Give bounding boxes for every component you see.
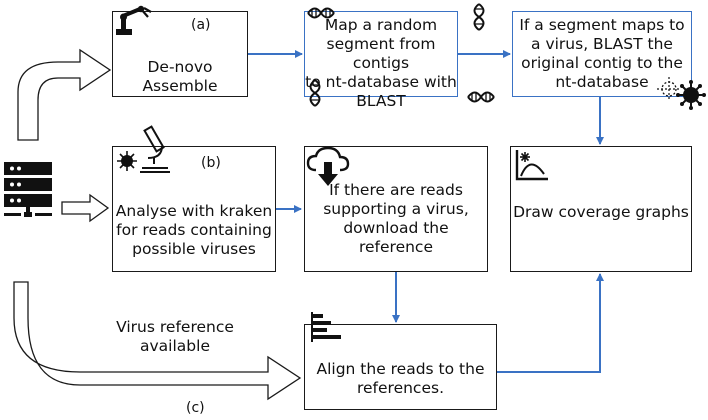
coverage-box: Draw coverage graphs <box>510 146 692 272</box>
virus-reference-available-text: Virus reference available <box>110 318 240 356</box>
side-text-line: Virus reference <box>116 318 234 336</box>
download-reference-box: If there are reads supporting a virus, d… <box>304 146 488 272</box>
kraken-line: Analyse with kraken <box>115 202 273 220</box>
kraken-box: (b) Analyse with kraken for reads contai… <box>112 146 276 272</box>
robot-arm-icon <box>116 5 152 35</box>
download-reference-line: supporting a virus, <box>323 200 469 218</box>
download-reference-text: If there are reads supporting a virus, d… <box>305 181 487 257</box>
cloud-download-icon <box>306 146 350 186</box>
chart-icon <box>515 150 548 181</box>
blast-contig-box: If a segment maps to a virus, BLAST the … <box>512 11 692 97</box>
blast-contig-line: If a segment maps to <box>519 16 685 34</box>
align-text: Align the reads to the references. <box>305 360 496 398</box>
align-line: references. <box>356 379 444 397</box>
map-segment-line: Map a random <box>324 16 438 34</box>
dna-icon <box>307 7 335 19</box>
virus-icon <box>117 151 137 171</box>
hollow-arrow-to-align <box>13 281 302 401</box>
map-segment-line: to nt-database with <box>305 73 457 91</box>
bar-chart-icon <box>311 312 341 342</box>
blast-contig-text: If a segment maps to a virus, BLAST the … <box>513 16 691 92</box>
hollow-arrow-to-assemble <box>17 48 112 141</box>
assemble-text: De-novo Assemble <box>142 58 218 95</box>
microscope-icon <box>140 125 170 173</box>
map-segment-line: segment from contigs <box>326 35 436 72</box>
coverage-text: Draw coverage graphs <box>513 203 689 221</box>
server-icon <box>4 162 52 217</box>
kraken-text: Analyse with kraken for reads containing… <box>113 202 275 259</box>
blast-contig-line: a virus, BLAST the <box>531 35 673 53</box>
hollow-arrow-to-kraken <box>61 193 110 223</box>
download-reference-line: download the <box>343 219 449 237</box>
virus-icon <box>676 80 706 110</box>
assemble-label: (a) <box>191 17 211 33</box>
align-line: Align the reads to the <box>316 360 485 378</box>
kraken-label: (b) <box>201 155 221 171</box>
download-reference-line: reference <box>358 238 433 256</box>
blast-contig-line: nt-database <box>555 73 649 91</box>
map-segment-text: Map a random segment from contigs to nt-… <box>305 16 457 111</box>
dna-icon <box>467 91 495 103</box>
kraken-line: possible viruses <box>132 240 256 258</box>
align-box: Align the reads to the references. <box>304 324 497 410</box>
map-segment-line: BLAST <box>356 92 406 110</box>
assemble-box: (a) De-novo Assemble <box>112 11 248 97</box>
map-segment-box: Map a random segment from contigs to nt-… <box>304 11 458 110</box>
dna-icon <box>309 79 321 107</box>
virus-icon <box>657 77 681 101</box>
arrow-align-to-coverage <box>497 273 604 373</box>
section-c-label: (c) <box>186 400 205 416</box>
blast-contig-line: original contig to the <box>521 54 683 72</box>
kraken-line: for reads containing <box>116 221 272 239</box>
side-text-line: available <box>140 337 210 355</box>
download-reference-line: If there are reads <box>329 181 463 199</box>
dna-icon <box>473 3 485 31</box>
